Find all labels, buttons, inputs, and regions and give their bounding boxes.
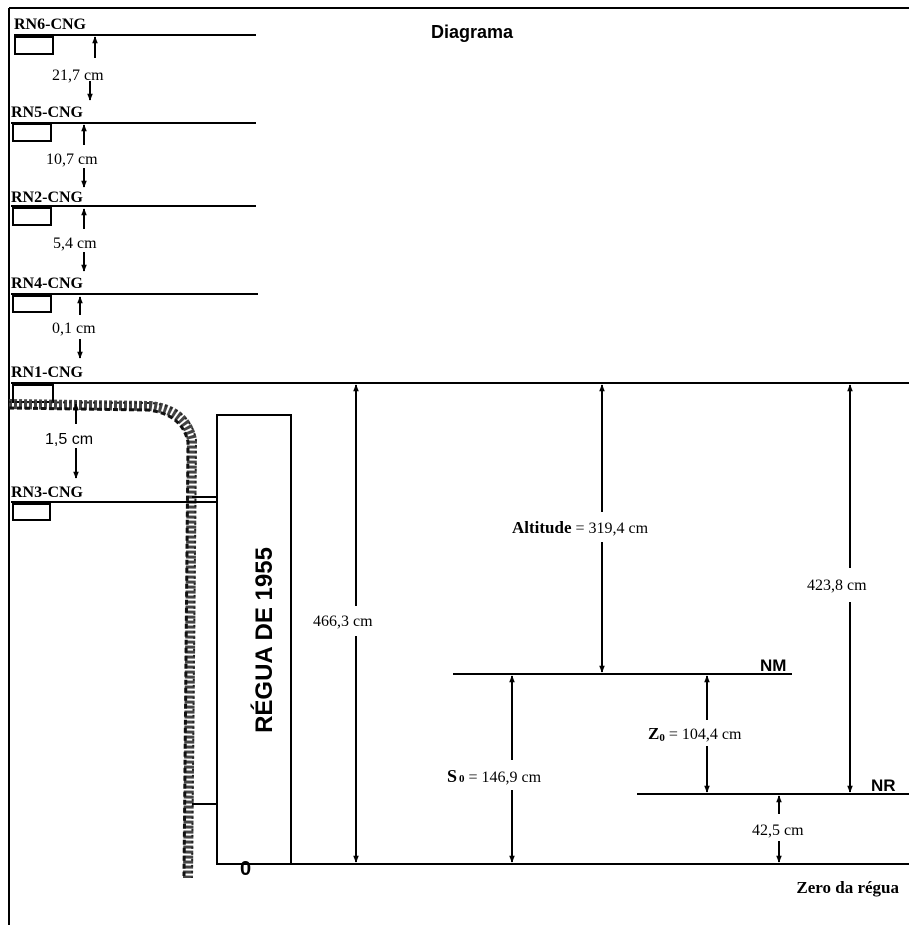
benchmark-rn6: RN6-CNG — [14, 16, 256, 55]
benchmark-label-rn2: RN2-CNG — [11, 189, 84, 206]
gap-label-rn2-rn4: 5,4 cm — [53, 235, 97, 252]
z0-name: Z — [648, 724, 659, 743]
gap-label-rn6-rn5: 21,7 cm — [52, 67, 104, 84]
benchmark-marker-rn3 — [12, 503, 51, 521]
total-height-label: 466,3 cm — [313, 613, 373, 630]
staff-gauge: RÉGUA DE 1955 0 — [192, 414, 292, 880]
gap-label-rn1-rn3: 1,5 cm — [45, 431, 93, 448]
staff-zero-label: 0 — [240, 858, 251, 880]
z0-label: Z0 = 104,4 cm — [648, 724, 742, 744]
nr-zero-label: 42,5 cm — [752, 822, 804, 839]
s0-value: = 146,9 cm — [465, 769, 542, 786]
benchmark-marker-rn1 — [12, 384, 54, 403]
gap-label-rn5-rn2: 10,7 cm — [46, 151, 98, 168]
z0-subscript: 0 — [659, 732, 665, 744]
benchmark-label-rn1: RN1-CNG — [11, 364, 84, 381]
nr-label: NR — [871, 776, 896, 795]
benchmark-marker-rn5 — [12, 123, 52, 142]
benchmark-rn3: RN3-CNG — [11, 484, 217, 521]
s0-subscript: 0 — [459, 773, 465, 785]
benchmark-rn5: RN5-CNG — [11, 104, 256, 142]
benchmark-rn4: RN4-CNG — [11, 275, 258, 313]
benchmark-label-rn5: RN5-CNG — [11, 104, 84, 121]
benchmark-marker-rn2 — [12, 207, 52, 226]
benchmark-label-rn4: RN4-CNG — [11, 275, 84, 292]
benchmark-marker-rn6 — [14, 36, 54, 55]
benchmark-label-rn6: RN6-CNG — [14, 16, 87, 33]
altitude-label: Altitude = 319,4 cm — [512, 518, 649, 537]
rn1-nr-label: 423,8 cm — [807, 577, 867, 594]
staff-board — [216, 414, 292, 865]
river-bank — [8, 399, 198, 879]
zero-label: Zero da régua — [796, 878, 899, 897]
benchmark-label-rn3: RN3-CNG — [11, 484, 84, 501]
gap-label-rn4-rn1: 0,1 cm — [52, 320, 96, 337]
altitude-name: Altitude — [512, 518, 572, 537]
s0-name: S — [447, 766, 457, 786]
diagram-title: Diagrama — [431, 22, 514, 42]
benchmark-rn1: RN1-CNG — [11, 364, 909, 403]
nm-label: NM — [760, 656, 786, 675]
z0-value: = 104,4 cm — [665, 726, 742, 743]
staff-label: RÉGUA DE 1955 — [250, 547, 278, 733]
benchmark-marker-rn4 — [12, 295, 52, 313]
altitude-value: = 319,4 cm — [572, 520, 649, 537]
benchmark-rn2: RN2-CNG — [11, 189, 256, 226]
